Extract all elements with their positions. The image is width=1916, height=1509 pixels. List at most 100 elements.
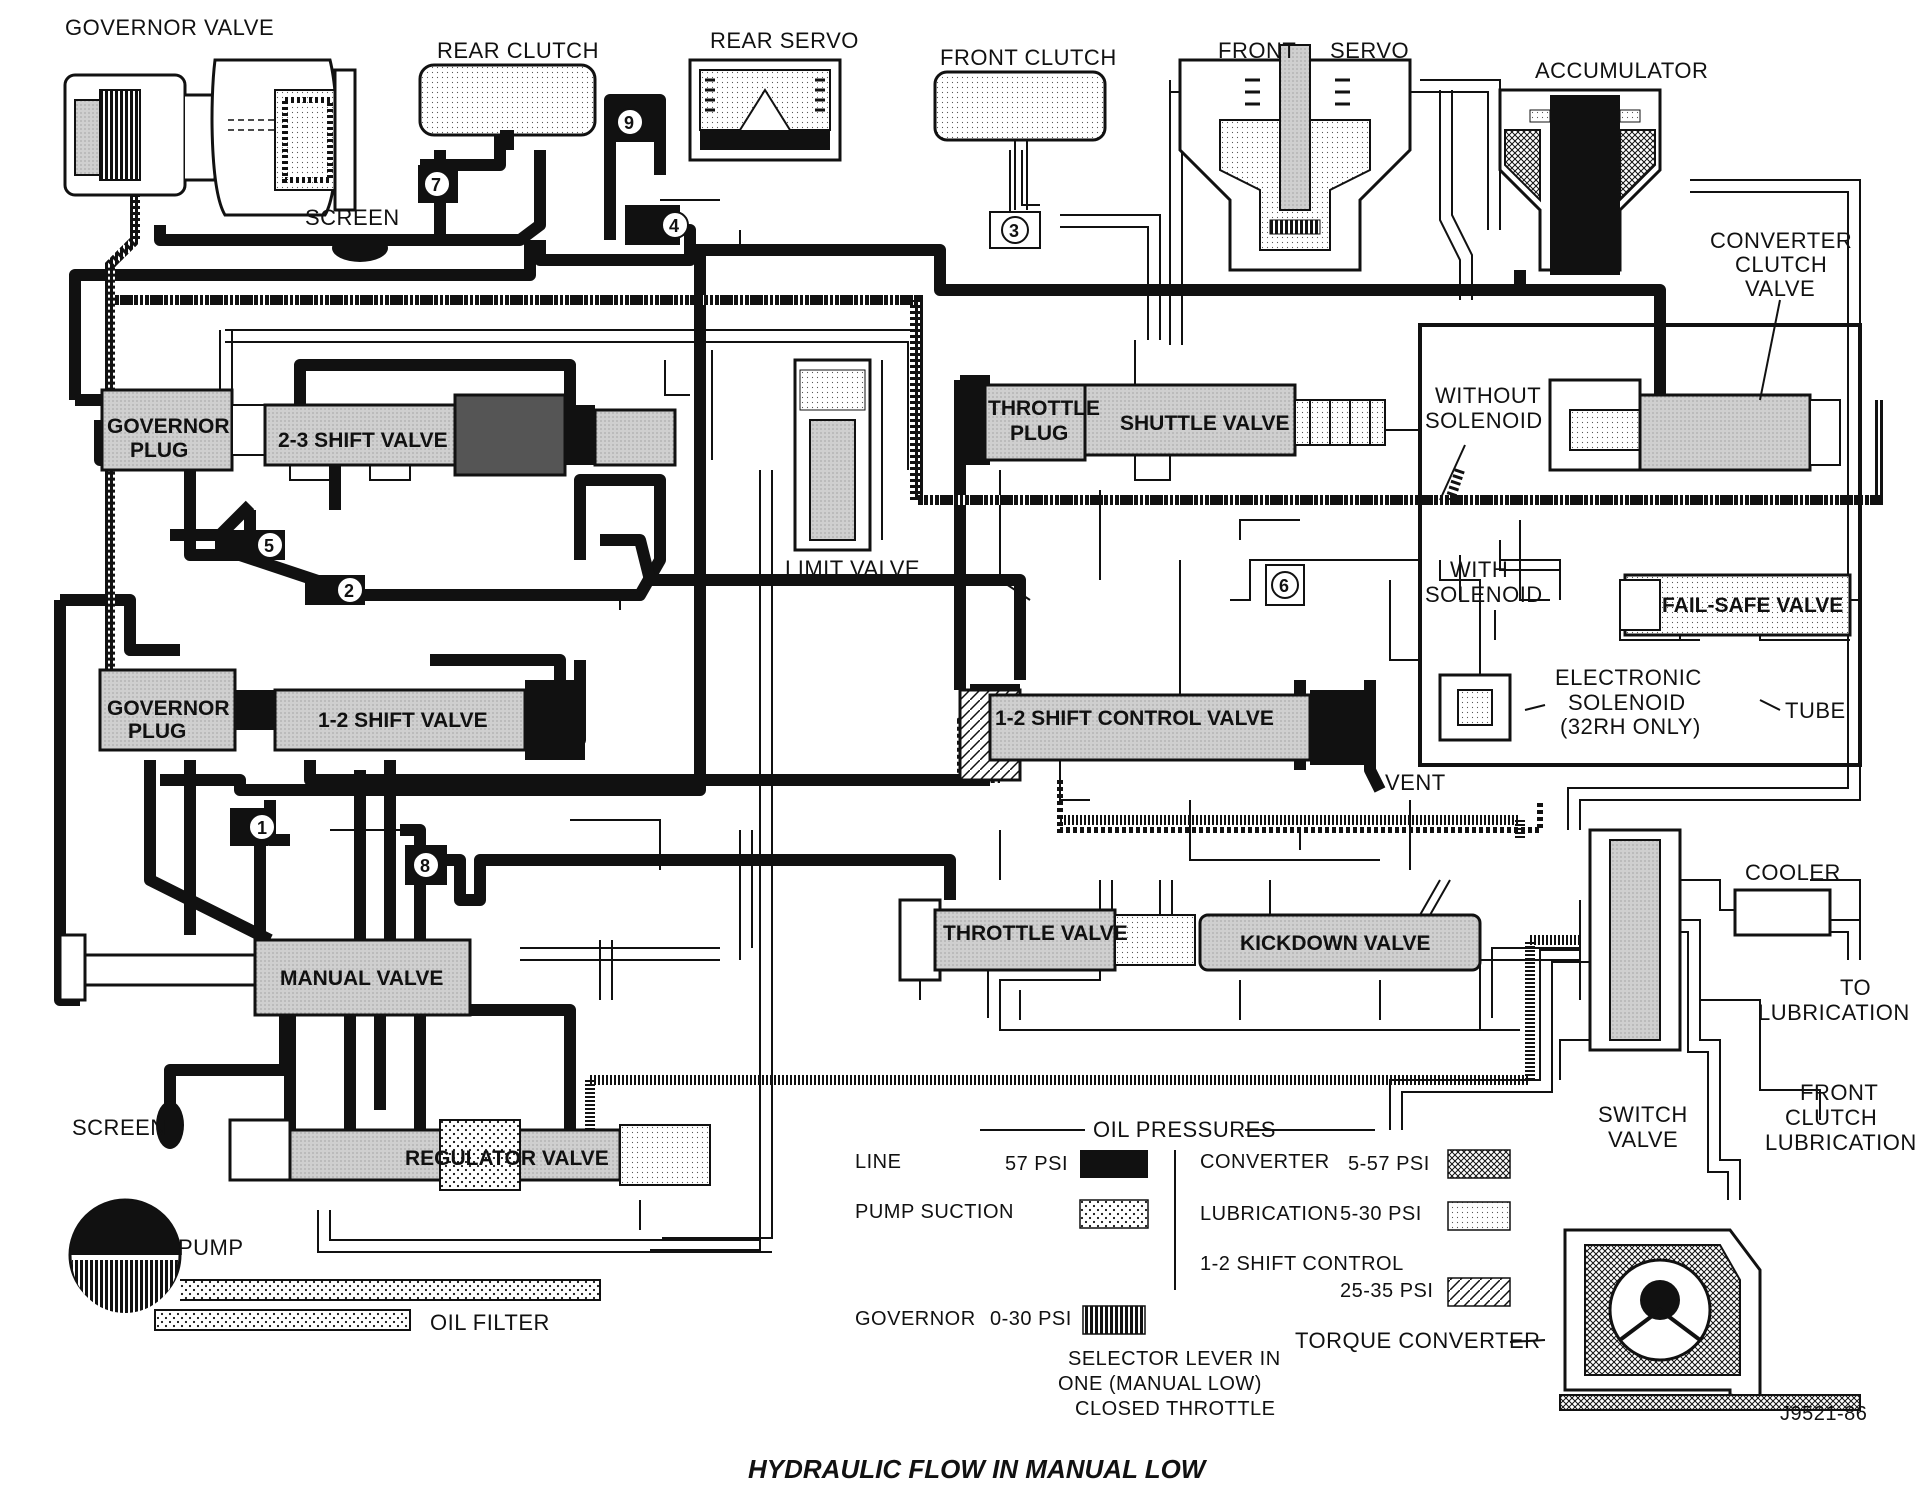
limit-valve — [793, 358, 872, 552]
manual-valve — [58, 933, 472, 1017]
label-governor-plug-lower-1: GOVERNOR — [107, 697, 230, 720]
label-without-solenoid-2: SOLENOID — [1425, 408, 1543, 433]
marker-5: 5 — [215, 530, 285, 560]
marker-9: 9 — [612, 102, 657, 142]
label-2-3-shift-valve: 2-3 SHIFT VALVE — [278, 429, 448, 452]
legend-converter-value: 5-57 PSI — [1348, 1153, 1430, 1175]
label-accumulator: ACCUMULATOR — [1535, 58, 1708, 83]
label-electronic-solenoid-1: ELECTRONIC — [1555, 665, 1702, 690]
label-tube: TUBE — [1785, 698, 1846, 723]
label-front-clutch: FRONT CLUTCH — [940, 45, 1117, 70]
label-1-2-shift-control-valve: 1-2 SHIFT CONTROL VALVE — [995, 707, 1274, 730]
legend-item-pump-suction: PUMP SUCTION — [855, 1199, 1149, 1229]
label-manual-valve: MANUAL VALVE — [280, 967, 443, 990]
label-fail-safe-valve: FAIL-SAFE VALVE — [1662, 594, 1843, 617]
label-throttle-valve: THROTTLE VALVE — [943, 922, 1128, 945]
label-front-clutch-lub-3: LUBRICATION — [1765, 1130, 1916, 1155]
label-vent: VENT — [1385, 770, 1446, 795]
screen-top — [332, 234, 388, 262]
fail-safe-valve — [1619, 573, 1852, 637]
selector-note-2: ONE (MANUAL LOW) — [1058, 1373, 1262, 1395]
marker-5-label: 5 — [264, 536, 274, 556]
label-1-2-shift-valve: 1-2 SHIFT VALVE — [318, 709, 488, 732]
label-oil-filter: OIL FILTER — [430, 1310, 550, 1335]
electronic-solenoid — [1438, 673, 1512, 742]
label-front-clutch-lub-2: CLUTCH — [1785, 1105, 1877, 1130]
marker-1-label: 1 — [257, 818, 267, 838]
front-servo — [1178, 44, 1412, 272]
label-kickdown-valve: KICKDOWN VALVE — [1240, 932, 1431, 955]
legend-title: OIL PRESSURES — [1093, 1117, 1276, 1142]
legend-item-converter: CONVERTER 5-57 PSI — [1200, 1149, 1511, 1179]
front-clutch — [933, 70, 1107, 210]
label-throttle-plug-1: THROTTLE — [988, 397, 1100, 420]
converter-clutch-valve — [1548, 378, 1841, 472]
marker-9-label: 9 — [624, 113, 634, 133]
label-rear-servo: REAR SERVO — [710, 28, 859, 53]
legend-pump-suction-swatch — [1079, 1199, 1149, 1229]
label-with-solenoid-1: WITH — [1450, 557, 1508, 582]
label-front-clutch-lub-1: FRONT — [1800, 1080, 1878, 1105]
legend-line-swatch — [1080, 1150, 1148, 1178]
legend-lubrication-value: 5-30 PSI — [1340, 1203, 1422, 1225]
marker-3: 3 — [989, 211, 1041, 249]
legend-lubrication-label: LUBRICATION — [1200, 1203, 1338, 1225]
rear-servo — [688, 58, 842, 162]
marker-8-label: 8 — [420, 856, 430, 876]
legend-item-lubrication: LUBRICATION 5-30 PSI — [1200, 1201, 1511, 1231]
selector-note-3: CLOSED THROTTLE — [1075, 1398, 1276, 1420]
governor-valve-assembly — [63, 58, 357, 217]
accumulator — [1498, 88, 1662, 275]
component-labels: GOVERNOR VALVE REAR CLUTCH REAR SERVO FR… — [65, 15, 1916, 1353]
selector-note-1: SELECTOR LEVER IN — [1068, 1348, 1281, 1370]
governor-plug-lower — [98, 668, 275, 752]
governor-dashes — [105, 170, 1880, 740]
marker-3-label: 3 — [1009, 221, 1019, 241]
label-with-solenoid-2: SOLENOID — [1425, 582, 1543, 607]
label-rear-clutch: REAR CLUTCH — [437, 38, 599, 63]
converter-circuit — [585, 815, 1580, 1130]
screen-bottom — [156, 1101, 184, 1149]
label-to-lubrication-1: TO — [1840, 975, 1871, 1000]
legend: OIL PRESSURES LINE 57 PSI PUMP SUCTION G… — [855, 1117, 1511, 1420]
pump — [68, 1198, 182, 1313]
marker-6: 6 — [1265, 564, 1305, 606]
label-converter-2: CLUTCH — [1735, 252, 1827, 277]
legend-governor-value: 0-30 PSI — [990, 1308, 1072, 1330]
label-limit-valve: LIMIT VALVE — [785, 556, 920, 581]
rear-clutch — [418, 63, 597, 150]
legend-line-value: 57 PSI — [1005, 1153, 1068, 1175]
label-converter-1: CONVERTER — [1710, 228, 1852, 253]
label-screen-bottom: SCREEN — [72, 1115, 167, 1140]
figure-code: J9521-86 — [1780, 1403, 1867, 1425]
marker-2: 2 — [305, 575, 365, 605]
legend-shift-control-value: 25-35 PSI — [1340, 1280, 1433, 1302]
throttle-plug — [960, 375, 1087, 465]
legend-line-label: LINE — [855, 1151, 901, 1173]
label-throttle-plug-2: PLUG — [1010, 422, 1068, 445]
legend-shift-control-swatch — [1447, 1277, 1511, 1307]
label-to-lubrication-2: LUBRICATION — [1758, 1000, 1910, 1025]
legend-shift-control-label: 1-2 SHIFT CONTROL — [1200, 1253, 1404, 1275]
label-shuttle-valve: SHUTTLE VALVE — [1120, 412, 1290, 435]
shift-valve-1-2 — [273, 680, 585, 760]
label-front-servo-2: SERVO — [1330, 38, 1409, 63]
throttle-valve — [898, 898, 1196, 982]
label-without-solenoid-1: WITHOUT — [1435, 383, 1541, 408]
regulator-valve — [228, 1118, 711, 1191]
legend-converter-swatch — [1447, 1149, 1511, 1179]
legend-item-line: LINE 57 PSI — [855, 1150, 1148, 1178]
label-torque-converter: TORQUE CONVERTER — [1295, 1328, 1541, 1353]
label-switch-valve-2: VALVE — [1608, 1127, 1678, 1152]
shift-control-valve-1-2 — [958, 688, 1370, 782]
marker-8: 8 — [405, 845, 447, 885]
cooler — [1733, 888, 1832, 937]
pointer-arrows — [1439, 299, 1781, 1343]
marker-6-label: 6 — [1279, 576, 1289, 596]
solenoid-housing — [1418, 323, 1862, 767]
kickdown-valve — [1198, 879, 1482, 972]
marker-7: 7 — [418, 165, 458, 203]
label-screen-top: SCREEN — [305, 205, 400, 230]
